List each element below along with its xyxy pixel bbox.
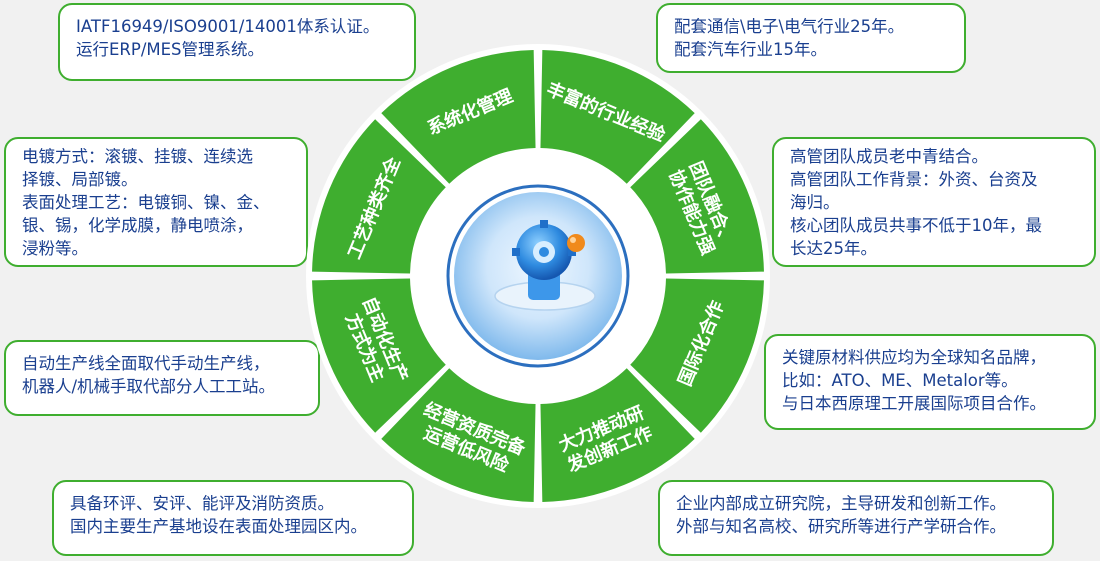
box-line: 电镀方式：滚镀、挂镀、连续选 <box>22 147 253 166</box>
box-line: 浸粉等。 <box>22 239 88 258</box>
wheel-segment <box>540 50 695 184</box>
box-line: 表面处理工艺：电镀铜、镍、金、 <box>22 193 270 212</box>
info-box-international: 关键原材料供应均为全球知名品牌， 比如：ATO、ME、Metalor等。 与日本… <box>764 334 1096 430</box>
box-line: 国内主要生产基地设在表面处理园区内。 <box>70 517 367 536</box>
box-line: 与日本西原理工开展国际项目合作。 <box>782 394 1046 413</box>
box-line: 高管团队成员老中青结合。 <box>790 147 988 166</box>
box-line: 海归。 <box>790 193 840 212</box>
box-line: 运行ERP/MES管理系统。 <box>76 40 265 59</box>
box-line: 关键原材料供应均为全球知名品牌， <box>782 348 1046 367</box>
segment-ring <box>312 50 764 502</box>
box-line: 机器人/机械手取代部分人工工站。 <box>22 377 276 396</box>
box-line: 具备环评、安评、能评及消防资质。 <box>70 494 334 513</box>
wheel-segment <box>630 278 764 433</box>
info-box-process-types: 电镀方式：滚镀、挂镀、连续选 择镀、局部镀。 表面处理工艺：电镀铜、镍、金、 银… <box>4 137 308 267</box>
wheel-segment <box>540 368 695 502</box>
info-box-automation: 自动生产线全面取代手动生产线， 机器人/机械手取代部分人工工站。 <box>4 340 320 416</box>
info-box-system-management: IATF16949/ISO9001/14001体系认证。 运行ERP/MES管理… <box>58 3 416 81</box>
box-line: 高管团队工作背景：外资、台资及 <box>790 170 1038 189</box>
info-box-team: 高管团队成员老中青结合。 高管团队工作背景：外资、台资及 海归。 核心团队成员共… <box>772 137 1096 267</box>
box-line: 配套汽车行业15年。 <box>674 40 827 59</box>
gear-product-icon <box>494 220 596 311</box>
info-box-qualifications: 具备环评、安评、能评及消防资质。 国内主要生产基地设在表面处理园区内。 <box>52 480 414 556</box>
box-line: 择镀、局部镀。 <box>22 170 138 189</box>
box-line: 长达25年。 <box>790 239 877 258</box>
box-line: 自动生产线全面取代手动生产线， <box>22 354 270 373</box>
info-box-rnd: 企业内部成立研究院，主导研发和创新工作。 外部与知名高校、研究所等进行产学研合作… <box>658 480 1054 556</box>
box-line: 比如：ATO、ME、Metalor等。 <box>782 371 1018 390</box>
box-line: 配套通信\电子\电气行业25年。 <box>674 17 905 36</box>
box-line: 企业内部成立研究院，主导研发和创新工作。 <box>676 494 1006 513</box>
wheel-segment <box>312 119 446 274</box>
center-hub <box>442 180 634 372</box>
box-line: 外部与知名高校、研究所等进行产学研合作。 <box>676 517 1006 536</box>
wheel-segment <box>381 50 536 184</box>
wheel-segment <box>312 278 446 433</box>
box-line: 核心团队成员共事不低于10年，最 <box>790 216 1042 235</box>
box-line: 银、锡，化学成膜，静电喷涂， <box>22 216 253 235</box>
info-box-industry-experience: 配套通信\电子\电气行业25年。 配套汽车行业15年。 <box>656 3 966 73</box>
box-line: IATF16949/ISO9001/14001体系认证。 <box>76 17 380 36</box>
wheel-segment <box>381 368 536 502</box>
wheel-segment <box>630 119 764 274</box>
